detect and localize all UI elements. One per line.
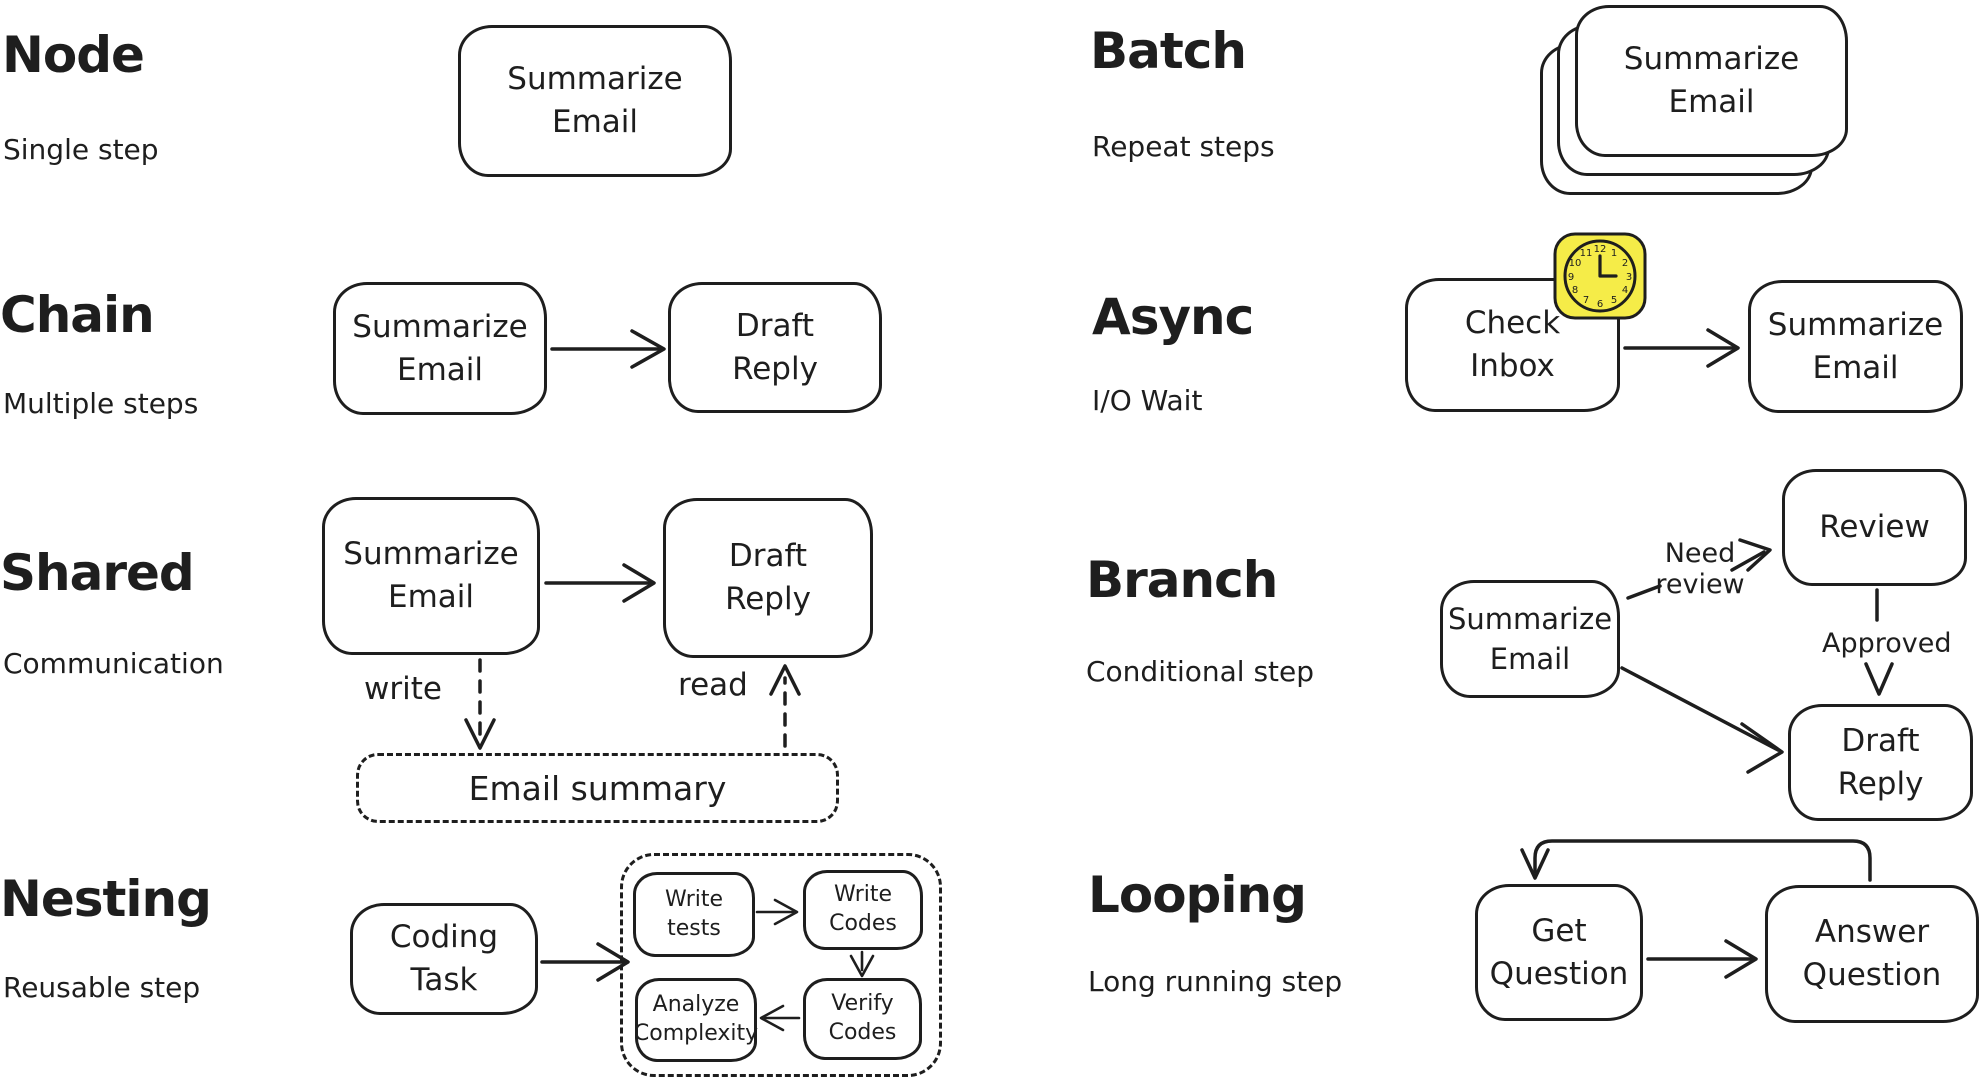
shared-read-label: read — [678, 667, 748, 703]
async-check-inbox-box: Check Inbox — [1405, 278, 1620, 412]
svg-text:2: 2 — [1622, 258, 1628, 269]
looping-loopback-arrow — [1520, 839, 1872, 882]
shared-write-arrow — [464, 658, 496, 750]
async-arrow — [1623, 328, 1740, 368]
branch-draft-reply-box: Draft Reply — [1788, 704, 1973, 821]
svg-text:10: 10 — [1569, 258, 1582, 269]
chain-summarize-email-box: Summarize Email — [333, 282, 547, 415]
shared-read-arrow — [769, 664, 801, 748]
svg-text:8: 8 — [1572, 285, 1578, 296]
branch-review-box: Review — [1782, 469, 1967, 586]
looping-arrow — [1646, 939, 1758, 979]
shared-write-label: write — [364, 671, 442, 707]
async-title: Async — [1092, 288, 1254, 346]
batch-subtitle: Repeat steps — [1092, 130, 1275, 163]
svg-text:12: 12 — [1594, 244, 1607, 255]
svg-text:9: 9 — [1568, 272, 1574, 283]
svg-text:3: 3 — [1626, 272, 1632, 283]
shared-summarize-email-box: Summarize Email — [322, 497, 540, 655]
chain-draft-reply-box: Draft Reply — [668, 282, 882, 413]
svg-text:6: 6 — [1597, 299, 1603, 310]
branch-direct-arrow — [1620, 666, 1784, 774]
nesting-subtitle: Reusable step — [3, 971, 201, 1004]
chain-title: Chain — [0, 286, 155, 344]
batch-title: Batch — [1090, 22, 1247, 80]
branch-approved-label: Approved — [1822, 628, 1952, 659]
branch-need-review-label: Need review — [1655, 538, 1745, 601]
chain-subtitle: Multiple steps — [3, 387, 199, 420]
branch-title: Branch — [1086, 551, 1278, 609]
node-subtitle: Single step — [3, 133, 159, 166]
svg-text:11: 11 — [1580, 248, 1593, 259]
shared-draft-reply-box: Draft Reply — [663, 498, 873, 658]
branch-summarize-email-box: Summarize Email — [1440, 580, 1620, 698]
nesting-entry-arrow — [540, 942, 630, 982]
nesting-write-tests-box: Write tests — [633, 872, 755, 957]
node-title: Node — [2, 26, 145, 84]
chain-arrow — [550, 329, 666, 369]
node-summarize-email-box: Summarize Email — [458, 25, 732, 177]
branch-subtitle: Conditional step — [1086, 655, 1315, 688]
looping-answer-question-box: Answer Question — [1765, 885, 1979, 1023]
svg-text:7: 7 — [1583, 295, 1589, 306]
looping-get-question-box: Get Question — [1475, 884, 1643, 1021]
looping-subtitle: Long running step — [1088, 965, 1343, 998]
shared-arrow — [544, 563, 656, 603]
shared-email-summary-store: Email summary — [356, 753, 839, 823]
async-subtitle: I/O Wait — [1092, 384, 1203, 417]
looping-title: Looping — [1088, 866, 1307, 924]
svg-text:5: 5 — [1611, 295, 1617, 306]
nesting-title: Nesting — [0, 870, 212, 928]
nesting-write-codes-box: Write Codes — [803, 870, 923, 950]
shared-subtitle: Communication — [3, 647, 224, 680]
svg-text:1: 1 — [1611, 248, 1617, 259]
shared-title: Shared — [0, 544, 195, 602]
nesting-analyze-complexity-box: Analyze Complexity — [634, 978, 758, 1062]
async-summarize-email-box: Summarize Email — [1748, 280, 1963, 413]
batch-summarize-email-box: Summarize Email — [1575, 5, 1848, 157]
svg-text:4: 4 — [1622, 285, 1628, 296]
nesting-coding-task-box: Coding Task — [350, 903, 538, 1015]
nesting-verify-codes-box: Verify Codes — [803, 978, 922, 1060]
